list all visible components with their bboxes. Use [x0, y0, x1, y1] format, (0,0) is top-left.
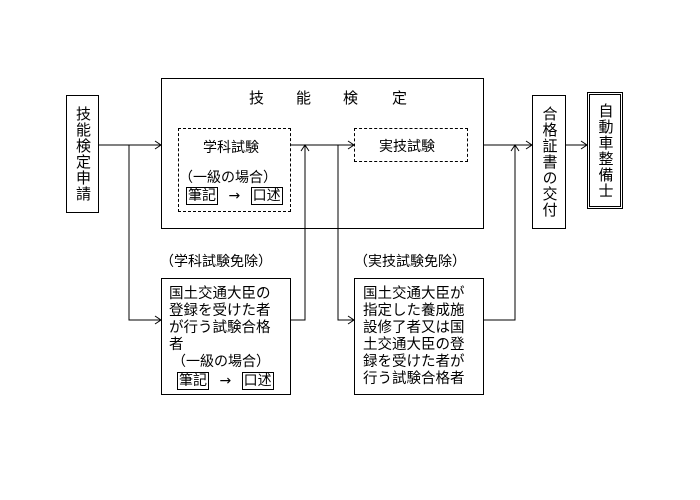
written-exemption-box: 国土交通大臣の 登録を受けた者 が行う試験合格 者 （一級の場合） 筆記 → 口… — [161, 278, 291, 395]
skill-test-title-char: 能 — [296, 89, 312, 107]
grade1-note: （一級の場合） — [179, 170, 277, 186]
text-line: 録を受けた者が — [363, 354, 465, 370]
text-line: 設修了者又は国 — [363, 320, 465, 336]
text-line: 登録を受けた者 — [169, 303, 271, 319]
skill-test-title-char: 定 — [392, 89, 408, 107]
text-line: 者 — [169, 337, 184, 353]
arrow-head — [300, 144, 310, 152]
text-line: 行う試験合格者 — [363, 371, 465, 387]
text-line: 指定した養成施 — [363, 303, 465, 319]
connector-practical-exemption-branch — [337, 145, 354, 321]
text-line: 土交通大臣の登 — [363, 337, 465, 353]
arrow-text: → — [219, 373, 232, 389]
written-step-box: 筆記 → 口述 — [177, 370, 274, 390]
written-step: 筆記 — [186, 187, 218, 205]
written-exemption-caption: （学科試験免除） — [160, 254, 272, 270]
connector-written-exemption-branch — [128, 145, 161, 321]
result-label: 自動車整備士 — [596, 102, 615, 199]
written-exemption-text: 国土交通大臣の 登録を受けた者 が行う試験合格 者 — [169, 286, 271, 354]
text-line: 国土交通大臣の — [169, 286, 271, 302]
connector-practical-exemption-return — [483, 145, 516, 321]
certificate-box: 合格証書の交付 — [532, 95, 566, 229]
certificate-label: 合格証書の交付 — [540, 106, 559, 218]
skill-test-box: 技 能 検 定 — [161, 78, 484, 229]
oral-step: 口述 — [241, 372, 274, 390]
practical-exemption-box: 国土交通大臣が 指定した養成施 設修了者又は国 土交通大臣の登 録を受けた者が … — [354, 278, 484, 395]
text-line: 国土交通大臣が — [363, 286, 465, 302]
practical-exam-label: 実技試験 — [379, 139, 435, 155]
connector-written-exemption-return — [290, 145, 306, 321]
application-label: 技能検定申請 — [74, 106, 92, 202]
written-exam-label: 学科試験 — [203, 140, 259, 156]
practical-exemption-caption: （実技試験免除） — [354, 254, 466, 270]
text-line: が行う試験合格 — [169, 320, 271, 336]
skill-test-title-char: 技 — [249, 89, 265, 107]
arrow-text: → — [228, 188, 241, 204]
application-box: 技能検定申請 — [66, 95, 99, 213]
result-box: 自動車整備士 — [587, 92, 623, 209]
practical-exam-box: 実技試験 — [354, 128, 468, 162]
arrow-head — [510, 144, 520, 152]
practical-exemption-text: 国土交通大臣が 指定した養成施 設修了者又は国 土交通大臣の登 録を受けた者が … — [363, 286, 465, 388]
skill-test-title-char: 検 — [343, 89, 359, 107]
written-exam-box: 学科試験 （一級の場合） 筆記 → 口述 — [178, 128, 291, 212]
written-step: 筆記 — [177, 372, 209, 390]
oral-step: 口述 — [250, 187, 283, 205]
written-step-box: 筆記 → 口述 — [186, 185, 283, 205]
grade1-note: （一級の場合） — [172, 354, 270, 370]
